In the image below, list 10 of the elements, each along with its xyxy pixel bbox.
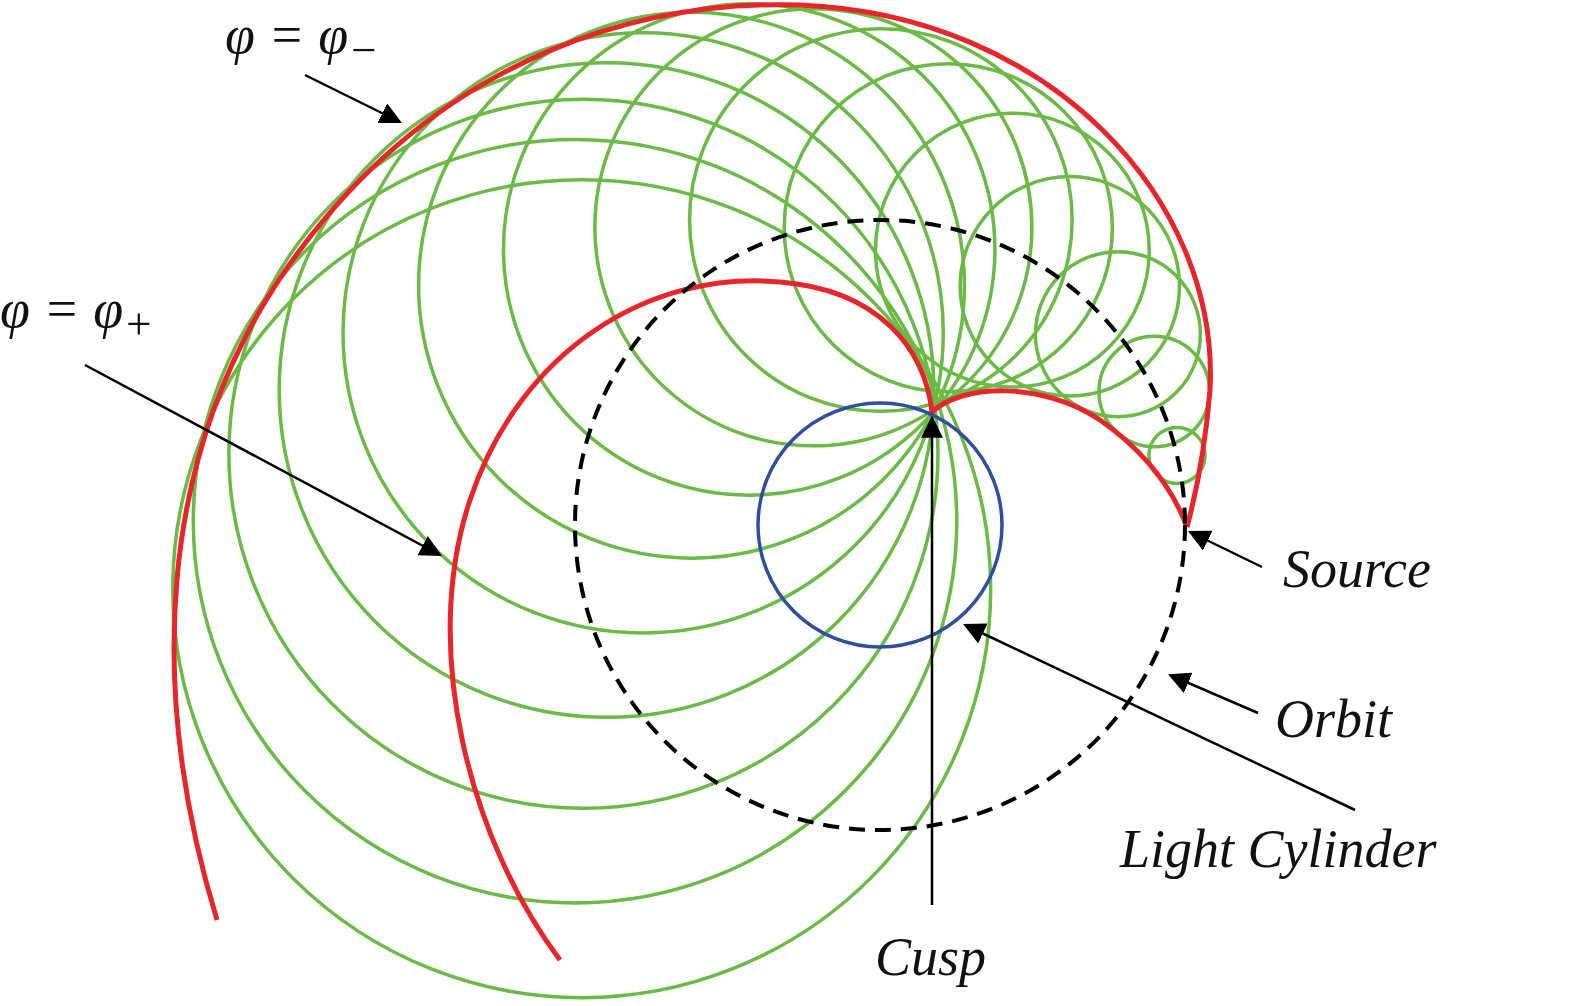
leader-line <box>921 415 943 905</box>
callout-label: φ = φ$_{−}$ <box>225 8 379 73</box>
leader-line <box>84 363 442 557</box>
leader-line <box>1168 672 1259 715</box>
callout-label: φ = φ$_{+}$ <box>0 282 154 347</box>
leader-line <box>963 623 1356 812</box>
callout-label: Orbit <box>1275 692 1393 746</box>
leader-line <box>1188 530 1263 569</box>
leader-line <box>304 73 402 124</box>
callout-label: Source <box>1283 542 1431 596</box>
